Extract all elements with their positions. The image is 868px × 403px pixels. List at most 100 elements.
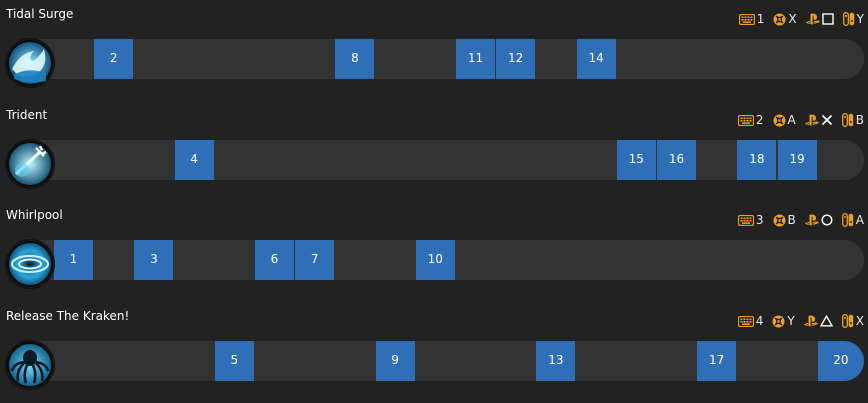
level-slot[interactable] — [576, 240, 616, 280]
level-slot[interactable] — [415, 140, 455, 180]
level-slot[interactable] — [496, 140, 536, 180]
level-slot[interactable] — [737, 240, 777, 280]
level-number: 3 — [150, 252, 158, 266]
level-slot[interactable] — [295, 140, 335, 180]
level-number: 17 — [709, 353, 725, 367]
level-slot[interactable] — [335, 240, 375, 280]
level-slot-active[interactable]: 17 — [697, 341, 737, 381]
level-slot[interactable] — [576, 341, 616, 381]
level-slot[interactable] — [777, 240, 817, 280]
level-slot[interactable] — [496, 341, 536, 381]
level-slot-active[interactable]: 5 — [214, 341, 254, 381]
level-slot-active[interactable]: 2 — [94, 39, 134, 79]
level-slot[interactable] — [657, 240, 696, 280]
level-slot[interactable] — [737, 341, 777, 381]
level-slot[interactable] — [456, 240, 495, 280]
level-slot-active[interactable]: 4 — [174, 140, 214, 180]
level-slot[interactable] — [415, 341, 455, 381]
level-slot[interactable] — [697, 39, 737, 79]
level-number: 8 — [351, 51, 359, 65]
level-slot[interactable] — [777, 39, 817, 79]
level-slot-active[interactable]: 1 — [54, 240, 93, 280]
level-slot-active[interactable]: 13 — [536, 341, 576, 381]
level-slot[interactable] — [174, 39, 214, 79]
level-slot-active[interactable]: 11 — [456, 39, 495, 79]
xbox-binding: B — [773, 213, 796, 227]
level-slot-active[interactable]: 7 — [295, 240, 335, 280]
level-slot[interactable] — [94, 240, 134, 280]
nintendo-binding: Y — [842, 12, 864, 26]
nintendo-binding: B — [841, 113, 864, 127]
level-slot[interactable] — [536, 240, 576, 280]
nintendo-button: X — [855, 314, 864, 328]
level-slot[interactable] — [576, 140, 616, 180]
level-slot-active[interactable]: 15 — [616, 140, 656, 180]
level-slot-active[interactable]: 6 — [255, 240, 294, 280]
level-slot[interactable] — [214, 39, 254, 79]
level-slot[interactable] — [496, 240, 536, 280]
level-slot[interactable] — [456, 341, 495, 381]
level-slot[interactable] — [255, 140, 294, 180]
level-slot[interactable] — [817, 240, 864, 280]
kraken-icon — [6, 341, 54, 389]
level-slot[interactable] — [295, 39, 335, 79]
level-slot[interactable] — [134, 140, 174, 180]
playstation-binding — [804, 214, 833, 226]
keyboard-icon — [737, 315, 754, 327]
level-slot[interactable] — [616, 39, 656, 79]
level-slot[interactable] — [214, 140, 254, 180]
level-slot-active[interactable]: 16 — [657, 140, 696, 180]
level-slot[interactable] — [94, 140, 134, 180]
level-slot-active[interactable]: 18 — [737, 140, 777, 180]
level-slot-active[interactable]: 10 — [415, 240, 455, 280]
playstation-icon — [805, 13, 820, 25]
level-slot-active[interactable]: 3 — [134, 240, 174, 280]
level-slot[interactable] — [616, 240, 656, 280]
level-slot[interactable] — [54, 341, 93, 381]
level-slot[interactable] — [255, 39, 294, 79]
level-slot[interactable] — [54, 39, 93, 79]
level-slot[interactable] — [214, 240, 254, 280]
level-slot-active[interactable]: 19 — [777, 140, 817, 180]
level-slot[interactable] — [657, 39, 696, 79]
xbox-icon — [773, 214, 786, 227]
level-slot[interactable] — [255, 341, 294, 381]
level-slot[interactable] — [174, 341, 214, 381]
level-slot[interactable] — [134, 39, 174, 79]
level-slot-active[interactable]: 20 — [817, 341, 864, 381]
level-slot[interactable] — [415, 39, 455, 79]
xbox-binding: A — [773, 113, 796, 127]
level-slot[interactable] — [134, 341, 174, 381]
level-slot[interactable] — [375, 140, 415, 180]
playstation-binding — [804, 114, 833, 126]
level-slot[interactable] — [375, 240, 415, 280]
level-slot-active[interactable]: 8 — [335, 39, 375, 79]
level-slot[interactable] — [456, 140, 495, 180]
level-slot[interactable] — [335, 341, 375, 381]
level-slot[interactable] — [817, 39, 864, 79]
level-slot[interactable] — [54, 140, 93, 180]
level-slot[interactable] — [737, 39, 777, 79]
level-slot[interactable] — [697, 140, 737, 180]
level-slot-active[interactable]: 9 — [375, 341, 415, 381]
level-slot[interactable] — [295, 341, 335, 381]
level-slot[interactable] — [375, 39, 415, 79]
level-slot[interactable] — [697, 240, 737, 280]
level-slot[interactable] — [817, 140, 864, 180]
level-slot[interactable] — [777, 341, 817, 381]
level-slot[interactable] — [536, 39, 576, 79]
level-slot[interactable] — [174, 240, 214, 280]
xbox-icon — [773, 114, 786, 127]
level-slot-active[interactable]: 12 — [496, 39, 536, 79]
level-slot[interactable] — [335, 140, 375, 180]
level-slot[interactable] — [536, 140, 576, 180]
level-slot[interactable] — [94, 341, 134, 381]
level-slot[interactable] — [657, 341, 696, 381]
level-slot-active[interactable]: 14 — [576, 39, 616, 79]
level-slot[interactable] — [616, 341, 656, 381]
